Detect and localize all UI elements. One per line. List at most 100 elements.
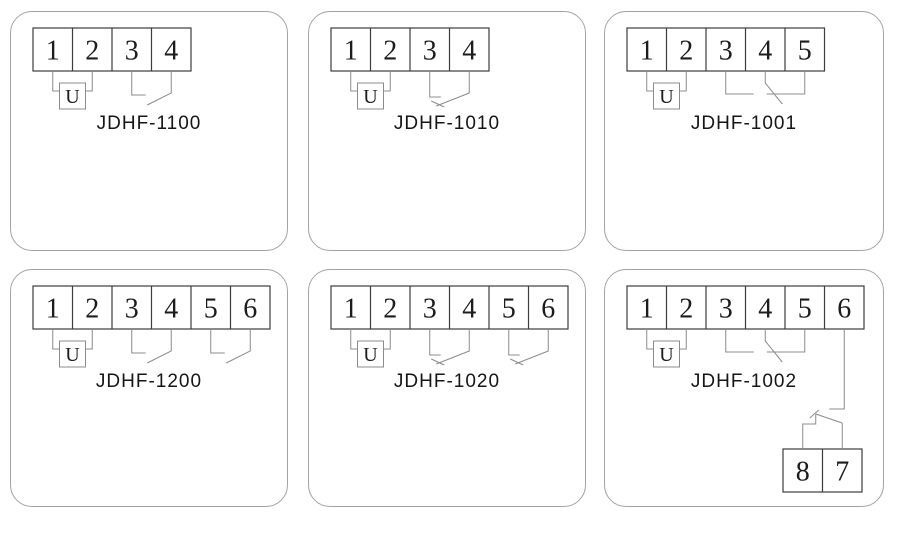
terminal-number: 6 xyxy=(243,294,257,325)
u-coil-label: U xyxy=(363,344,378,366)
contact-co-nc-side xyxy=(766,71,806,95)
terminal-number: 1 xyxy=(46,294,60,325)
model-label: JDHF-1020 xyxy=(393,371,501,392)
aux-co-tick xyxy=(809,409,820,419)
contact-no-blade xyxy=(147,329,172,364)
contact-no-fixed xyxy=(210,329,225,354)
contact-no-fixed xyxy=(131,329,146,354)
contact-co-blade xyxy=(764,71,783,105)
terminal-number: 2 xyxy=(383,294,397,325)
contact-nc-tick xyxy=(431,100,445,108)
terminal-number: 2 xyxy=(85,294,99,325)
terminal-number: 3 xyxy=(719,294,733,325)
terminal-number: 3 xyxy=(125,36,139,67)
u-coil-box xyxy=(59,82,86,110)
contact-co-blade xyxy=(764,329,783,363)
u-coil-label: U xyxy=(65,344,80,366)
aux-feed-wire xyxy=(829,329,845,410)
terminal-number: 6 xyxy=(837,294,851,325)
terminal-number: 4 xyxy=(758,36,772,67)
coil-wire xyxy=(85,71,93,92)
terminal-number: 4 xyxy=(164,36,178,67)
terminal-number: 4 xyxy=(462,294,476,325)
terminal-number: 3 xyxy=(423,294,437,325)
coil-wire xyxy=(646,71,654,92)
aux-co-blade xyxy=(815,413,843,424)
u-coil-box xyxy=(59,340,86,368)
coil-wire xyxy=(52,329,60,350)
terminal-number: 2 xyxy=(85,36,99,67)
coil-wire xyxy=(679,329,687,350)
terminal-number: 1 xyxy=(640,36,654,67)
coil-wire xyxy=(85,329,93,350)
model-label: JDHF-1002 xyxy=(690,371,798,392)
aux-terminal-number: 7 xyxy=(835,457,849,488)
coil-wire xyxy=(679,71,687,92)
terminal-number: 1 xyxy=(344,294,358,325)
terminal-number: 3 xyxy=(423,36,437,67)
terminal-number: 4 xyxy=(758,294,772,325)
u-coil-box xyxy=(357,340,384,368)
terminal-number: 4 xyxy=(164,294,178,325)
terminal-number: 5 xyxy=(502,294,516,325)
contact-no-fixed xyxy=(131,71,146,96)
model-label: JDHF-1100 xyxy=(96,113,202,134)
coil-wire xyxy=(383,71,391,92)
aux-terminal-number: 8 xyxy=(796,457,810,488)
coil-wire xyxy=(383,329,391,350)
terminal-number: 2 xyxy=(679,294,693,325)
u-coil-label: U xyxy=(659,344,674,366)
coil-wire xyxy=(646,329,654,350)
terminal-number: 5 xyxy=(204,294,218,325)
terminal-number: 1 xyxy=(640,294,654,325)
terminal-number: 5 xyxy=(798,36,812,67)
u-coil-box xyxy=(653,82,680,110)
terminal-number: 2 xyxy=(679,36,693,67)
terminal-number: 6 xyxy=(541,294,555,325)
terminal-number: 5 xyxy=(798,294,812,325)
coil-wire xyxy=(350,329,358,350)
contact-co-no-side xyxy=(725,329,754,353)
aux-nc-riser xyxy=(802,414,817,449)
u-coil-label: U xyxy=(363,86,378,108)
contact-nc-tick xyxy=(510,358,524,366)
terminal-number: 3 xyxy=(719,36,733,67)
contact-co-no-side xyxy=(725,71,754,95)
model-label: JDHF-1001 xyxy=(690,113,798,134)
u-coil-box xyxy=(357,82,384,110)
terminal-number: 1 xyxy=(46,36,60,67)
u-coil-label: U xyxy=(659,86,674,108)
u-coil-box xyxy=(653,340,680,368)
terminal-number: 3 xyxy=(125,294,139,325)
contact-co-nc-side xyxy=(766,329,806,353)
terminal-number: 4 xyxy=(462,36,476,67)
contact-no-blade xyxy=(226,329,251,364)
model-label: JDHF-1010 xyxy=(393,113,501,134)
contact-nc-fixed xyxy=(429,329,441,356)
contact-nc-tick xyxy=(431,358,445,366)
model-label: JDHF-1200 xyxy=(95,371,203,392)
coil-wire xyxy=(52,71,60,92)
contact-nc-blade xyxy=(515,329,549,365)
contact-nc-blade xyxy=(436,71,470,107)
contact-no-blade xyxy=(147,71,172,106)
terminal-number: 1 xyxy=(344,36,358,67)
coil-wire xyxy=(350,71,358,92)
u-coil-label: U xyxy=(65,86,80,108)
contact-nc-blade xyxy=(436,329,470,365)
contact-nc-fixed xyxy=(429,71,441,98)
contact-nc-fixed xyxy=(508,329,520,356)
